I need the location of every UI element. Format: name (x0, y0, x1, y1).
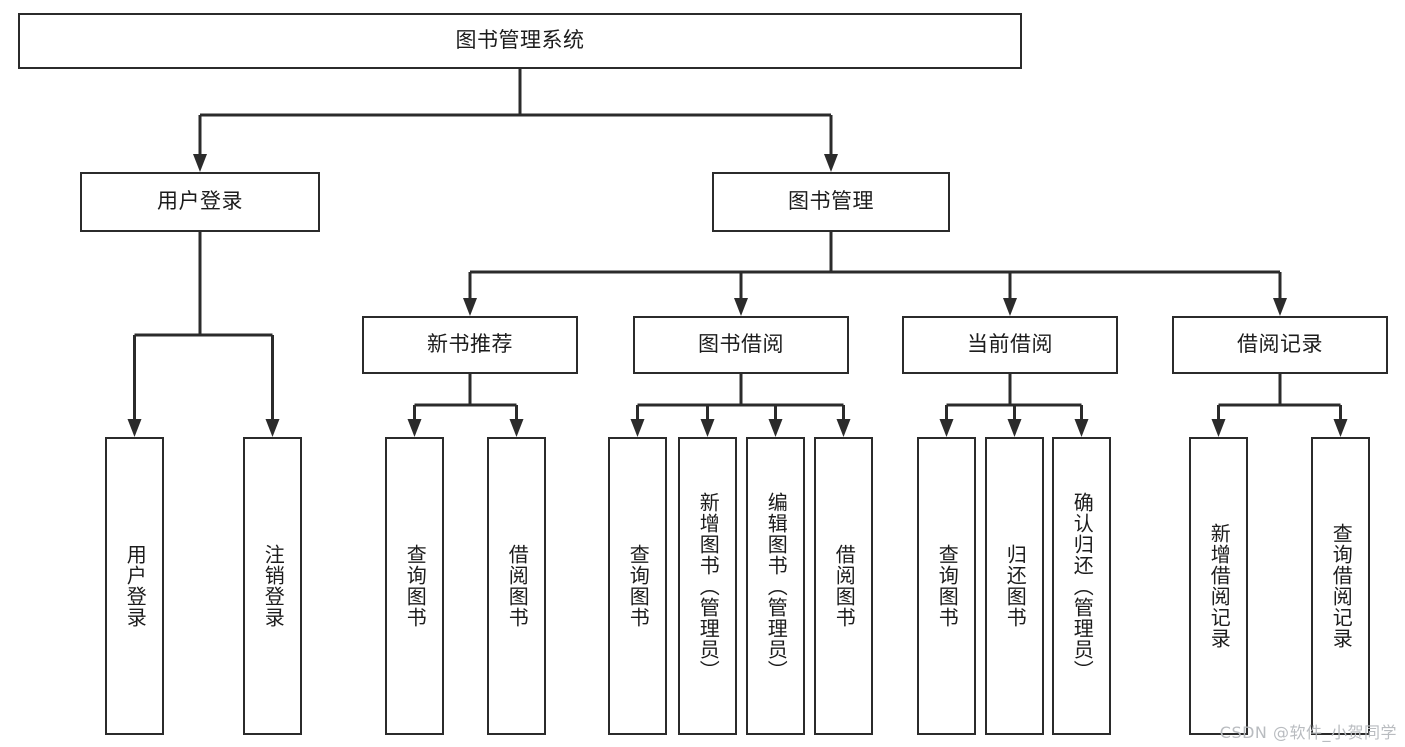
node-label-leaf-borrow-book-rec: 借阅图书 (505, 544, 530, 628)
node-book-borrow[interactable]: 图书借阅 (633, 316, 849, 374)
node-current-borrow[interactable]: 当前借阅 (902, 316, 1118, 374)
node-label-leaf-add-borrow-record: 新增借阅记录 (1207, 523, 1232, 649)
watermark-text: CSDN @软件_小贺同学 (1219, 723, 1397, 742)
arrowhead-icon (1003, 298, 1017, 316)
arrowhead-icon (127, 419, 142, 437)
node-label-leaf-edit-book-admin: 编辑图书（管理员） (764, 491, 789, 681)
arrowhead-icon (1074, 419, 1089, 437)
node-leaf-query-book-borrow[interactable]: 查询图书 (608, 437, 667, 735)
node-leaf-query-borrow-record[interactable]: 查询借阅记录 (1311, 437, 1370, 735)
node-label-user-login: 用户登录 (157, 189, 243, 214)
arrowhead-icon (836, 419, 851, 437)
node-leaf-user-login[interactable]: 用户登录 (105, 437, 164, 735)
node-leaf-return-book[interactable]: 归还图书 (985, 437, 1044, 735)
node-label-leaf-logout: 注销登录 (261, 544, 286, 628)
node-leaf-logout[interactable]: 注销登录 (243, 437, 302, 735)
node-leaf-borrow-book[interactable]: 借阅图书 (814, 437, 873, 735)
arrowhead-icon (734, 298, 748, 316)
arrowhead-icon (407, 419, 422, 437)
node-label-leaf-borrow-book: 借阅图书 (832, 544, 857, 628)
arrowhead-icon (1333, 419, 1348, 437)
node-new-book-recommend[interactable]: 新书推荐 (362, 316, 578, 374)
arrowhead-icon (1211, 419, 1226, 437)
node-label-root: 图书管理系统 (455, 28, 585, 53)
arrowhead-icon (768, 419, 783, 437)
arrowhead-icon (939, 419, 954, 437)
arrowhead-icon (463, 298, 477, 316)
arrowhead-icon (1007, 419, 1022, 437)
node-label-book-borrow: 图书借阅 (698, 332, 784, 357)
node-label-leaf-query-borrow-record: 查询借阅记录 (1329, 523, 1354, 649)
node-leaf-add-book-admin[interactable]: 新增图书（管理员） (678, 437, 737, 735)
node-leaf-query-book-current[interactable]: 查询图书 (917, 437, 976, 735)
node-leaf-add-borrow-record[interactable]: 新增借阅记录 (1189, 437, 1248, 735)
node-root[interactable]: 图书管理系统 (18, 13, 1022, 69)
arrowhead-icon (824, 154, 838, 172)
node-borrow-record[interactable]: 借阅记录 (1172, 316, 1388, 374)
node-label-leaf-query-book-rec: 查询图书 (403, 544, 428, 628)
arrowhead-icon (630, 419, 645, 437)
node-label-leaf-query-book-current: 查询图书 (935, 544, 960, 628)
node-label-leaf-return-book: 归还图书 (1003, 544, 1028, 628)
node-label-book-manage: 图书管理 (788, 189, 874, 214)
node-leaf-query-book-rec[interactable]: 查询图书 (385, 437, 444, 735)
node-leaf-edit-book-admin[interactable]: 编辑图书（管理员） (746, 437, 805, 735)
node-label-borrow-record: 借阅记录 (1237, 332, 1323, 357)
node-label-leaf-confirm-return-admin: 确认归还（管理员） (1070, 491, 1095, 681)
arrowhead-icon (509, 419, 524, 437)
node-user-login[interactable]: 用户登录 (80, 172, 320, 232)
arrowhead-icon (1273, 298, 1287, 316)
node-label-leaf-query-book-borrow: 查询图书 (626, 544, 651, 628)
arrowhead-icon (700, 419, 715, 437)
arrowhead-icon (265, 419, 280, 437)
node-label-new-book-recommend: 新书推荐 (427, 332, 513, 357)
node-label-current-borrow: 当前借阅 (967, 332, 1053, 357)
node-leaf-borrow-book-rec[interactable]: 借阅图书 (487, 437, 546, 735)
node-book-manage[interactable]: 图书管理 (712, 172, 950, 232)
node-leaf-confirm-return-admin[interactable]: 确认归还（管理员） (1052, 437, 1111, 735)
arrowhead-icon (193, 154, 207, 172)
node-label-leaf-add-book-admin: 新增图书（管理员） (696, 491, 721, 681)
node-label-leaf-user-login: 用户登录 (123, 544, 148, 628)
